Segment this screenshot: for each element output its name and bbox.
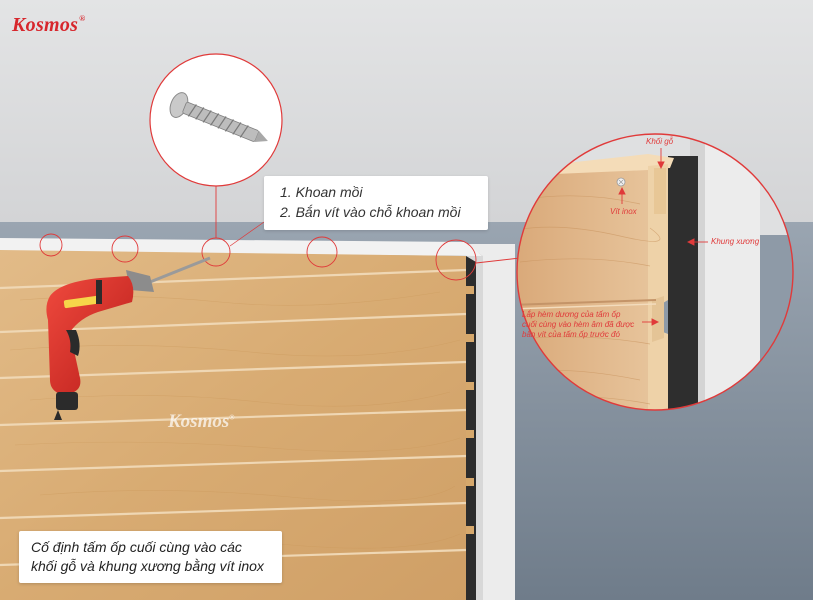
brand-logo: Kosmos® — [12, 14, 86, 36]
caption-box: Cố định tấm ốp cuối cùng vào các khối gỗ… — [19, 531, 282, 583]
step-2: 2. Bắn vít vào chỗ khoan mồi — [280, 204, 461, 220]
label-joint-note: Lắp hèm dương của tấm ốp cuối cùng vào h… — [522, 310, 635, 339]
caption-line-1: Cố định tấm ốp cuối cùng vào các — [31, 539, 242, 555]
label-screw: Vít inox — [610, 207, 637, 216]
watermark-logo: Kosmos® — [168, 411, 235, 432]
label-frame: Khung xương — [711, 237, 760, 246]
steps-callout: 1. Khoan mồi 2. Bắn vít vào chỗ khoan mồ… — [264, 176, 488, 230]
step-1: 1. Khoan mồi — [280, 184, 363, 200]
screw-icon — [149, 53, 283, 187]
wood-panel-wall — [0, 250, 476, 600]
drill-icon — [46, 256, 211, 420]
caption-line-2: khối gỗ và khung xương bằng vít inox — [31, 558, 264, 574]
detail-view — [516, 133, 794, 411]
label-wood-block: Khối gỗ — [646, 137, 674, 146]
